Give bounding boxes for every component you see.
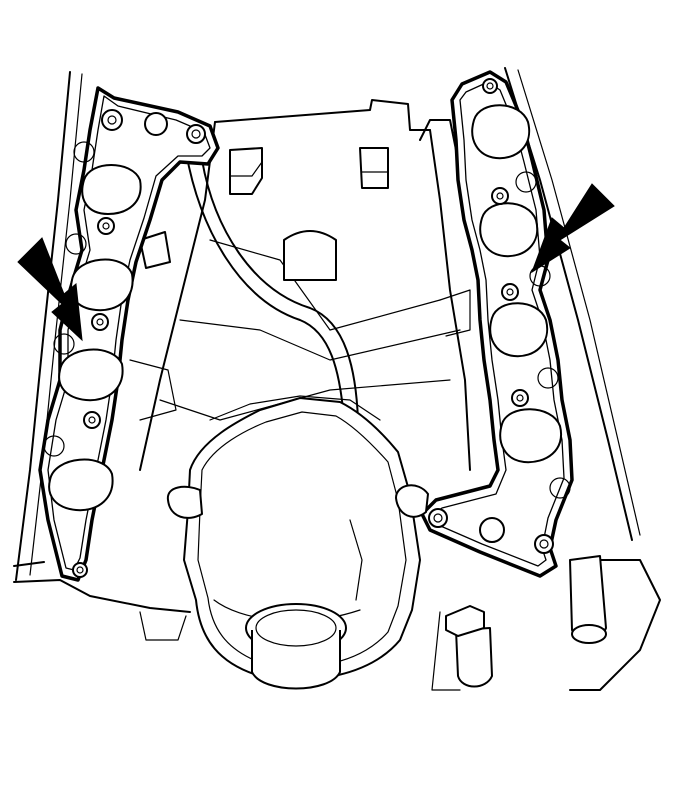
right-head-port-d (549, 477, 571, 499)
timing-cover-fold-b (349, 519, 363, 601)
block-lug-right (359, 147, 389, 189)
block-lug-left-face (229, 161, 263, 177)
right-port-2 (479, 202, 539, 258)
timing-cover-rim (197, 411, 407, 668)
lower-block-edge (431, 611, 461, 691)
timing-cover-body (183, 397, 421, 681)
left-port-2 (70, 258, 134, 312)
valley-floor-ridge-b (179, 319, 461, 361)
right-head-port-c (537, 367, 559, 389)
left-bolt-hole-7-inner (76, 566, 84, 574)
right-gasket-inner-edge (431, 81, 565, 567)
right-pointer-arrow (531, 183, 615, 274)
valley-right-wall (429, 129, 471, 471)
right-port-3 (489, 302, 549, 358)
timing-cover-ridge (209, 395, 381, 421)
valley-floor-ridge-a (209, 239, 441, 331)
left-head-port-c (53, 333, 75, 355)
left-head-edge (15, 71, 71, 581)
left-port-4 (48, 458, 114, 512)
left-head-port-a (73, 141, 95, 163)
lifter-plate (283, 230, 337, 281)
left-bolt-hole-3-inner (191, 129, 201, 139)
coolant-tube (185, 151, 345, 421)
right-bolt-hole-7-inner (539, 539, 549, 549)
left-lower-detail (139, 611, 187, 641)
valley-left-wall (139, 121, 216, 471)
crank-snout-body (251, 630, 341, 690)
left-bolt-hole-1-inner (107, 115, 117, 125)
left-lower-ledge (13, 561, 191, 613)
left-head-edge-inner (29, 73, 83, 576)
left-head-port-d (43, 435, 65, 457)
right-port-4 (499, 408, 563, 464)
right-head-edge-inner (517, 69, 641, 536)
right-bolt-hole-2-inner (496, 192, 504, 200)
crank-snout-ring (255, 609, 337, 647)
right-bolt-hole-3-inner (506, 288, 514, 296)
cam-sensor-cap (445, 605, 485, 637)
left-bolt-hole-2 (144, 112, 168, 136)
right-dowel-end (571, 624, 607, 644)
pointer-arrows (17, 183, 615, 342)
coolant-tube-inner (201, 159, 359, 421)
block-lug-left (229, 147, 263, 195)
right-head-port-a (515, 171, 537, 193)
left-pointer-arrow (17, 237, 83, 342)
lower-components (139, 555, 607, 691)
left-bolt-hole-5-inner (96, 318, 104, 326)
right-intake-gasket (420, 70, 574, 578)
right-bolt-hole-4-inner (516, 394, 524, 402)
left-bolt-hole-4-inner (102, 222, 110, 230)
right-block-face (439, 289, 471, 337)
left-block-detail (139, 231, 171, 269)
right-boss (395, 484, 429, 518)
right-port-1 (471, 104, 531, 160)
right-bolt-hole-1-inner (486, 82, 494, 90)
left-head-port-b (65, 233, 87, 255)
cam-sensor-body (455, 627, 493, 688)
right-bolt-hole-6 (479, 517, 505, 543)
left-port-1 (81, 164, 142, 216)
left-block-face (129, 359, 177, 421)
right-bolt-hole-5-inner (433, 513, 443, 523)
left-boss (166, 485, 203, 519)
timing-cover (166, 395, 429, 690)
left-port-3 (58, 348, 124, 402)
left-bolt-hole-6-inner (88, 416, 96, 424)
right-lower-ledge (569, 559, 661, 691)
valley-top (214, 99, 431, 131)
